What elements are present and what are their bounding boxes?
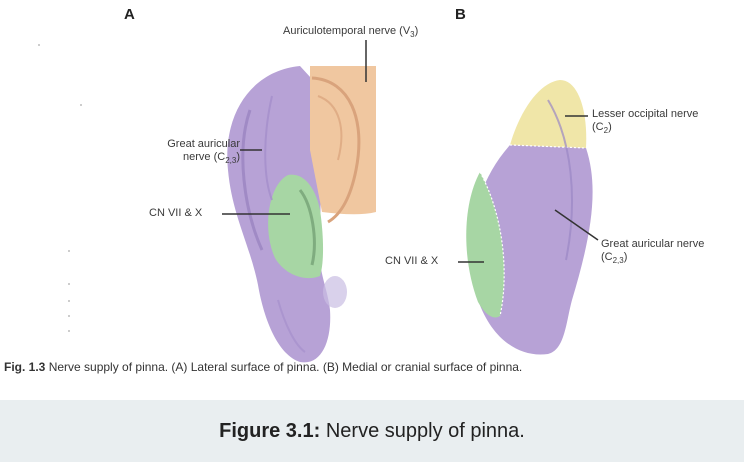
book-figure-text: Nerve supply of pinna. (A) Lateral surfa… bbox=[48, 360, 523, 374]
figure-number: Figure 3.1: bbox=[219, 419, 321, 442]
margin-dot bbox=[68, 283, 70, 285]
margin-dot bbox=[68, 315, 70, 317]
label-cn-a: CN VII & X bbox=[149, 207, 203, 219]
panel-letter-b: B bbox=[455, 6, 466, 23]
panel-letter-a: A bbox=[124, 6, 135, 23]
margin-dot bbox=[80, 104, 82, 106]
label-cn-b: CN VII & X bbox=[385, 255, 439, 267]
auriculotemporal-region bbox=[310, 66, 376, 215]
figure-caption: Figure 3.1: Nerve supply of pinna. bbox=[219, 420, 525, 443]
book-figure-caption: Fig. 1.3 Nerve supply of pinna. (A) Late… bbox=[4, 360, 744, 374]
label-lesser-occipital-nerve: Lesser occipital nerve (C2) bbox=[592, 108, 699, 136]
label-great-auricular-nerve-b: Great auricular nerve (C2,3) bbox=[601, 238, 705, 266]
ear-medial-surface bbox=[466, 80, 593, 355]
book-figure-number: Fig. 1.3 bbox=[4, 360, 46, 374]
label-auriculotemporal-nerve: Auriculotemporal nerve (V3) bbox=[283, 25, 419, 40]
margin-dot bbox=[68, 300, 70, 302]
label-great-auricular-nerve-a: Great auricular nerve (C2,3) bbox=[167, 138, 240, 166]
figure-caption-bar: Figure 3.1: Nerve supply of pinna. bbox=[0, 400, 744, 462]
cn-region-b bbox=[466, 172, 505, 318]
cn-region-a bbox=[268, 174, 324, 279]
figure-caption-text: Nerve supply of pinna. bbox=[325, 419, 525, 442]
pinna-diagram bbox=[222, 40, 599, 363]
figure-panel: A B Auriculotemporal nerve (V3) Great au… bbox=[4, 6, 744, 374]
margin-dot bbox=[38, 44, 40, 46]
margin-dot bbox=[68, 250, 70, 252]
margin-dot bbox=[68, 330, 70, 332]
leader-great-auricular-b bbox=[554, 209, 599, 241]
lesser-occipital-region bbox=[510, 80, 587, 148]
